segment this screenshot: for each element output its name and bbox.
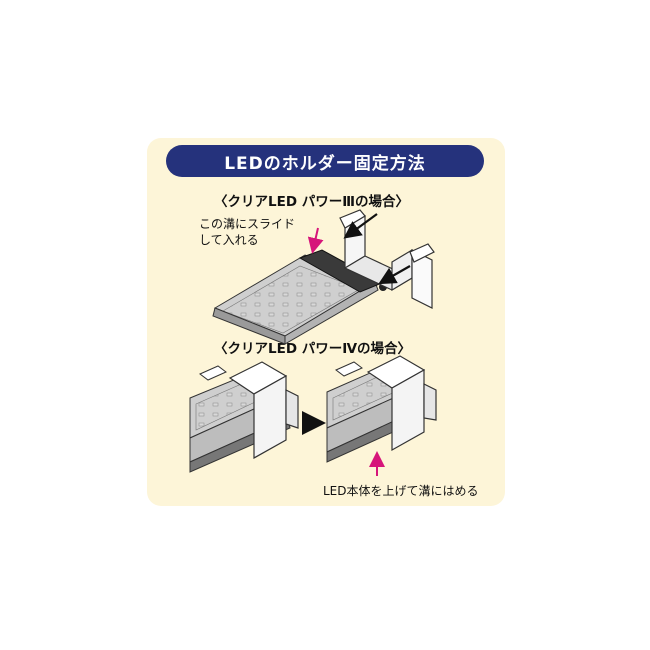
raise-note: LED本体を上げて溝にはめる	[323, 484, 479, 498]
section2-heading: 〈クリアLED パワーⅣの場合〉	[214, 341, 412, 357]
power3-led-bar	[212, 249, 387, 345]
power4-before-view	[189, 361, 299, 473]
slide-arrow-upper	[343, 213, 378, 239]
power4-after-view	[326, 355, 437, 463]
title-banner: LEDのホルダー固定方法	[166, 145, 484, 177]
slide-note-line1: この溝にスライド	[199, 217, 296, 231]
slide-note-line2: して入れる	[199, 233, 259, 247]
section1-heading: 〈クリアLED パワーⅢの場合〉	[214, 194, 409, 210]
groove-pink-arrow	[307, 227, 324, 254]
slide-arrow-lower	[378, 265, 411, 285]
